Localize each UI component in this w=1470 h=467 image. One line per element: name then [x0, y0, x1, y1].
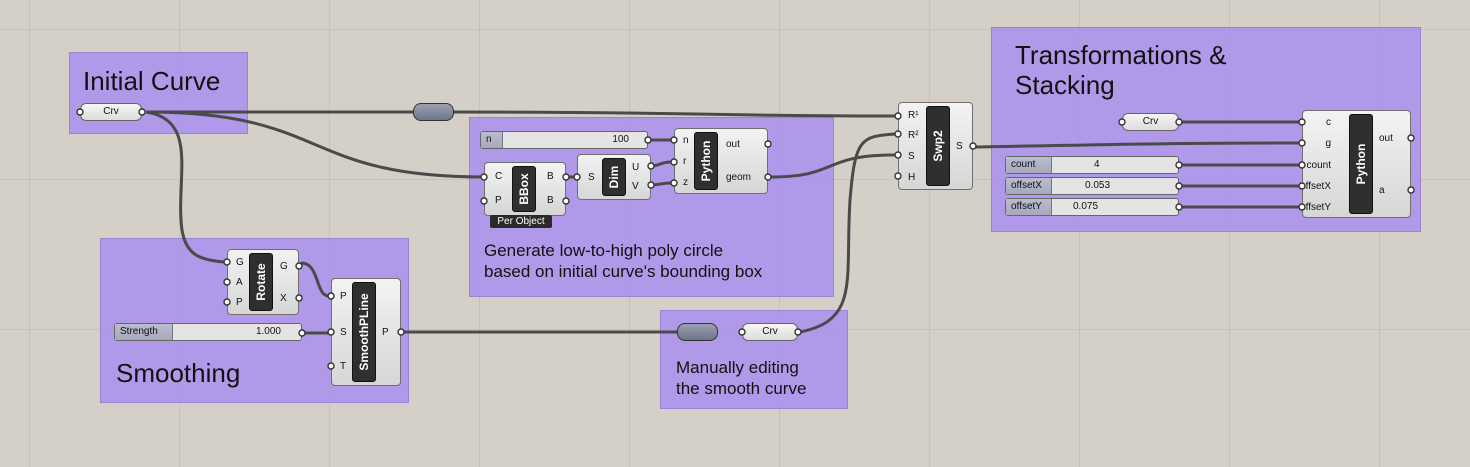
port-label: R²: [908, 130, 919, 141]
port-label: T: [340, 361, 347, 372]
wire-swp2-to-python-g: [974, 141, 1301, 149]
group-note-line-2: based on initial curve's bounding box: [484, 262, 763, 281]
relay-node[interactable]: [677, 323, 718, 341]
wire-rotate-to-smooth: [300, 261, 330, 298]
slider-n[interactable]: n 100: [480, 131, 648, 149]
port-label: z: [683, 177, 688, 188]
swp2-component[interactable]: R¹ R² S H Swp2 S: [898, 102, 973, 190]
component-core: Python: [1349, 114, 1373, 214]
port-label: X: [280, 293, 287, 304]
group-note-line-1: Generate low-to-high poly circle: [484, 241, 724, 260]
group-title-line-1: Transformations &: [1015, 40, 1227, 70]
wire-crv-to-bbox: [145, 110, 485, 179]
python-component[interactable]: n r z Python out geom: [674, 128, 768, 194]
component-core: SmoothPLine: [352, 282, 376, 382]
port-label: P: [340, 291, 347, 302]
param-label: Crv: [103, 106, 119, 117]
group-title: Smoothing: [116, 358, 241, 388]
wire-python-geom-to-swp2: [769, 153, 896, 179]
slider-value: 1.000: [255, 326, 281, 337]
port-label: P: [495, 195, 502, 206]
port-label: S: [908, 151, 915, 162]
port-label: B: [547, 171, 554, 182]
component-core: Swp2: [926, 106, 950, 186]
slider-label: count: [1006, 157, 1052, 173]
slider-label: offsetY: [1006, 199, 1052, 215]
port-label: c: [1326, 117, 1331, 128]
port-label: offsetY: [1300, 202, 1331, 213]
bbox-component[interactable]: C P BBox B B: [484, 162, 566, 216]
slider-count[interactable]: count 4: [1005, 156, 1179, 174]
port-label: G: [236, 257, 244, 268]
param-label: Crv: [762, 326, 778, 337]
group-title-line-2: Stacking: [1015, 70, 1115, 100]
group-title: Initial Curve: [83, 66, 221, 96]
port-label: offsetX: [1300, 181, 1331, 192]
port-label: a: [1379, 185, 1385, 196]
port-label: geom: [726, 172, 752, 183]
port-label: S: [340, 327, 347, 338]
port-label: count: [1306, 160, 1331, 171]
group-generate-circle[interactable]: Generate low-to-high poly circle based o…: [469, 117, 834, 297]
param-label: Crv: [1142, 116, 1159, 127]
slider-label: Strength: [115, 324, 173, 340]
slider-strength[interactable]: Strength 1.000: [114, 323, 302, 341]
component-core: BBox: [512, 166, 536, 212]
slider-value: 100: [612, 134, 629, 145]
slider-label: n: [481, 132, 503, 148]
wire-crv-manual-to-swp2: [799, 132, 896, 334]
slider-label: offsetX: [1006, 178, 1052, 194]
port-label: H: [908, 172, 916, 183]
slider-offsety[interactable]: offsetY 0.075: [1005, 198, 1179, 216]
port-label: S: [588, 172, 595, 183]
port-label: g: [1325, 138, 1331, 149]
port-label: P: [382, 327, 389, 338]
component-core: Rotate: [249, 253, 273, 311]
group-note-line-2: the smooth curve: [676, 379, 807, 398]
port-label: A: [236, 277, 243, 288]
port-label: r: [683, 156, 687, 167]
component-core: Dim: [602, 158, 626, 196]
port-label: V: [632, 181, 639, 192]
port-label: C: [495, 171, 503, 182]
port-label: R¹: [908, 110, 919, 121]
group-note-line-1: Manually editing: [676, 358, 799, 377]
rotate-component[interactable]: G A P Rotate G X: [227, 249, 299, 315]
python-transform-component[interactable]: c g count offsetX offsetY Python out a: [1300, 110, 1411, 218]
port-label: U: [632, 162, 640, 173]
port-label: S: [956, 141, 963, 152]
dim-component[interactable]: S Dim U V: [577, 154, 651, 200]
port-label: P: [236, 297, 243, 308]
port-label: out: [1379, 133, 1393, 144]
port-label: out: [726, 139, 740, 150]
relay-node[interactable]: [413, 103, 454, 121]
slider-value: 0.053: [1085, 180, 1111, 191]
port-label: B: [547, 195, 554, 206]
port-label: n: [683, 135, 689, 146]
wire-relay-to-swp2-r1: [451, 110, 896, 118]
smoothpline-component[interactable]: P S T SmoothPLine P: [331, 278, 401, 386]
port-label: G: [280, 261, 288, 272]
bbox-caption: Per Object: [490, 215, 552, 228]
slider-offsetx[interactable]: offsetX 0.053: [1005, 177, 1179, 195]
slider-value: 4: [1094, 159, 1100, 170]
slider-value: 0.075: [1073, 201, 1099, 212]
component-core: Python: [694, 132, 718, 190]
wire-crv-to-rotate: [145, 110, 225, 264]
